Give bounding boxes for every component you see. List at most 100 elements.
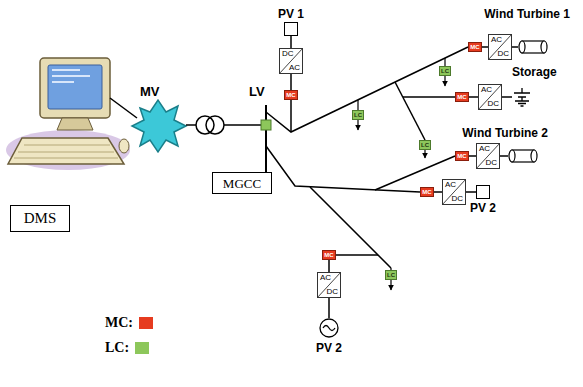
legend-swatch <box>135 342 149 354</box>
load-controller: LC <box>385 270 397 280</box>
node-label: MGCC <box>223 177 261 190</box>
mv-network <box>132 100 186 152</box>
node-label: LC <box>387 272 395 278</box>
source-label: Wind Turbine 2 <box>462 127 548 139</box>
micro-controller: MC <box>455 92 469 102</box>
load-controller: LC <box>439 66 451 76</box>
transformer-winding <box>196 116 214 134</box>
connector-wire <box>512 46 518 48</box>
node-label: LC <box>354 112 362 118</box>
converter-label: DC <box>487 100 499 108</box>
connector-wire <box>290 36 292 48</box>
power-converter: ACDC <box>488 34 512 60</box>
load-controller: LC <box>419 140 431 150</box>
node-label: DMS <box>24 211 57 226</box>
node-label: LC <box>441 68 449 74</box>
converter-diagonal <box>443 180 465 204</box>
load-stub <box>444 58 445 66</box>
source-label: Storage <box>512 66 557 78</box>
node-outline <box>319 318 339 338</box>
screen-lines <box>52 70 90 82</box>
legend-swatch <box>139 317 153 329</box>
converter-diagonal <box>318 273 340 297</box>
micro-controller: MC <box>284 90 298 100</box>
wire <box>186 124 196 126</box>
pv-panel: PV 1 <box>284 22 298 36</box>
legend-row: MC: <box>105 316 153 330</box>
monitor-stand <box>57 118 93 130</box>
power-converter: AC DC <box>476 143 500 169</box>
generator-symbol: PV 2 <box>319 318 339 338</box>
storage-battery: Storage <box>512 88 532 106</box>
wind-turbine: Wind Turbine 2 <box>508 149 538 163</box>
source-label: PV 2 <box>470 202 496 214</box>
converter-diagonal <box>477 144 499 168</box>
node-label: MC <box>457 94 466 100</box>
turbine-end <box>519 41 525 53</box>
lv-bus <box>265 105 267 172</box>
keyboard <box>8 138 124 164</box>
bus-controller <box>261 120 271 130</box>
wind-turbine: Wind Turbine 1 <box>518 40 548 54</box>
converter-label: DC <box>485 159 497 167</box>
micro-controller: MC <box>322 250 336 260</box>
load-arrow <box>444 76 445 86</box>
link-line <box>110 98 137 118</box>
legend-text: MC: <box>105 316 133 330</box>
node-outline <box>512 88 532 106</box>
node-label: LC <box>421 142 429 148</box>
load-controller: LC <box>352 110 364 120</box>
converter-label: AC <box>320 274 331 282</box>
connector-wire <box>290 74 292 90</box>
connector-wire <box>328 298 330 318</box>
load-arrow <box>357 120 358 130</box>
micro-controller: MC <box>468 42 482 52</box>
connector-wire <box>466 191 476 193</box>
connector-wire <box>469 96 478 98</box>
node-label: MC <box>286 92 295 98</box>
source-label: PV 1 <box>278 8 304 20</box>
node-label: MC <box>422 189 431 195</box>
micro-controller: MC <box>420 187 434 197</box>
converter-label: AC <box>481 86 492 94</box>
node-outline <box>508 149 538 163</box>
legend-text: LC: <box>105 341 129 355</box>
converter-label: DC <box>451 195 463 203</box>
converter-diagonal <box>489 35 511 59</box>
converter-label: AC <box>289 64 300 72</box>
converter-label: DC <box>282 50 294 58</box>
wire <box>290 100 292 132</box>
connector-wire <box>469 155 476 157</box>
node-label: MC <box>457 153 466 159</box>
converter-diagonal <box>479 85 501 109</box>
converter-label: AC <box>445 181 456 189</box>
voltage-label: MV <box>140 85 160 98</box>
monitor-body <box>40 58 110 118</box>
source-label: Wind Turbine 1 <box>484 8 570 20</box>
generator-circle <box>320 319 338 337</box>
node-label: MC <box>324 252 333 258</box>
legend-row: LC: <box>105 341 149 355</box>
wire <box>224 124 266 126</box>
micro-controller: MC <box>455 151 469 161</box>
power-converter: DC AC <box>279 48 303 74</box>
connector-wire <box>502 96 512 98</box>
connector-wire <box>328 260 330 272</box>
power-converter: AC DC <box>442 179 466 205</box>
voltage-label: LV <box>249 85 265 98</box>
desk-shadow <box>6 130 130 170</box>
converter-diagonal <box>280 49 302 73</box>
power-converter: ACDC <box>317 272 341 298</box>
generator-wave <box>323 326 335 331</box>
load-arrow <box>424 150 425 158</box>
control-box: DMS <box>10 205 70 232</box>
node-outline <box>518 40 548 54</box>
upper-feeder <box>266 47 468 132</box>
wire <box>336 254 378 256</box>
node-label: MC <box>470 44 479 50</box>
converter-label: DC <box>497 50 509 58</box>
converter-label: AC <box>479 145 490 153</box>
pv-panel: PV 2 <box>476 185 490 199</box>
battery-ground <box>514 88 530 106</box>
